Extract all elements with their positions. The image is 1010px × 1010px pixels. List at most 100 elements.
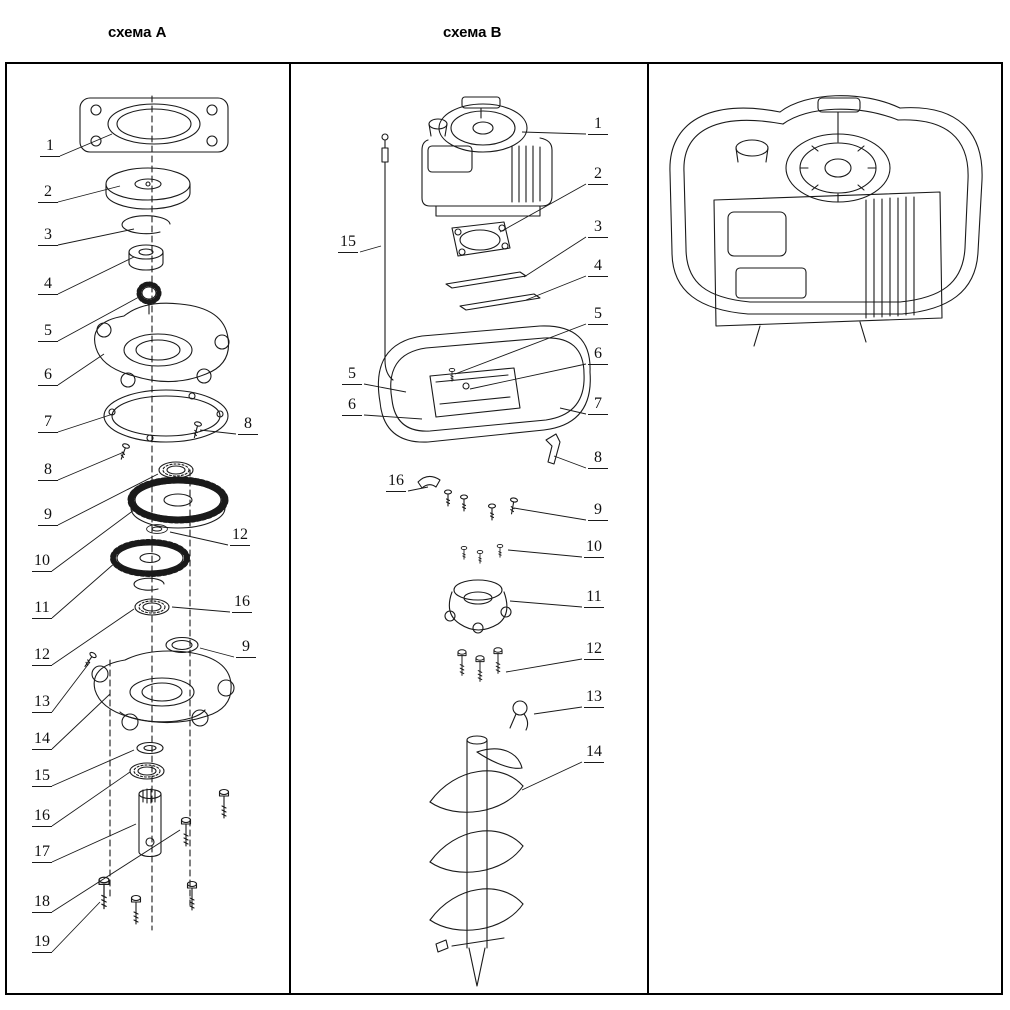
callout-b-left-6: 6	[342, 396, 362, 416]
part-main-gear	[127, 476, 229, 529]
part-bearing-lower	[129, 762, 165, 780]
callout-a-14: 14	[32, 730, 52, 750]
part-upper-housing	[94, 302, 230, 388]
part-auger	[429, 735, 524, 987]
callout-a-15: 15	[32, 767, 52, 787]
callout-a-11: 11	[32, 599, 52, 619]
part-adapter-plate	[451, 221, 511, 257]
part-screw-a8	[117, 442, 131, 461]
callout-a-1: 1	[40, 137, 60, 157]
callout-a-right-16: 16	[232, 593, 252, 613]
panel-c-illustration	[669, 95, 983, 347]
part-lower-housing	[91, 650, 235, 731]
panel-a-leader-lines	[51, 133, 237, 953]
callout-b-left-15: 15	[338, 233, 358, 253]
panel-divider-left	[289, 62, 291, 995]
callout-a-19: 19	[32, 933, 52, 953]
part-strip-1	[445, 271, 527, 289]
callout-a-6: 6	[38, 366, 58, 386]
part-throttle-cable	[381, 133, 394, 381]
callout-a-4: 4	[38, 275, 58, 295]
callout-b-3: 3	[588, 218, 608, 238]
callout-b-5: 5	[588, 305, 608, 325]
part-bolt-5	[186, 880, 198, 911]
part-bearing-upper	[158, 461, 194, 479]
part-circlip	[133, 577, 165, 591]
part-seal	[165, 636, 199, 654]
panel-divider-right	[647, 62, 649, 995]
callout-a-10: 10	[32, 552, 52, 572]
callout-b-4: 4	[588, 257, 608, 277]
callout-a-5: 5	[38, 322, 58, 342]
part-clutch-drum	[105, 167, 191, 210]
callout-a-13: 13	[32, 693, 52, 713]
callout-a-17: 17	[32, 843, 52, 863]
part-screw-b5	[448, 367, 456, 382]
part-gasket	[103, 389, 229, 443]
callout-b-1: 1	[588, 115, 608, 135]
part-output-shaft	[138, 788, 162, 858]
part-screw-b9b	[507, 496, 519, 515]
schema-a-title: схема A	[108, 24, 167, 41]
callout-a-9: 9	[38, 506, 58, 526]
callout-b-9: 9	[588, 501, 608, 521]
axis-centerlines	[109, 95, 191, 931]
part-screw-b10b	[476, 549, 484, 564]
part-screw-b16b	[459, 494, 469, 512]
part-screw-b16a	[443, 489, 453, 507]
callout-b-8: 8	[588, 449, 608, 469]
part-second-gear	[110, 539, 190, 577]
part-hub	[128, 244, 164, 271]
part-bolt-1	[218, 788, 230, 819]
part-clip-left	[417, 475, 441, 489]
assembled-frame	[669, 95, 983, 315]
callout-b-left-5: 5	[342, 365, 362, 385]
callout-a-12: 12	[32, 646, 52, 666]
panel-b-illustration	[377, 96, 591, 987]
callout-a-2: 2	[38, 183, 58, 203]
part-bolt-b12a	[457, 649, 467, 676]
callout-a-8: 8	[38, 461, 58, 481]
part-lock-pin	[509, 700, 529, 731]
part-gearbox	[444, 579, 512, 634]
part-screw-a13	[81, 650, 98, 670]
callout-b-11: 11	[584, 588, 604, 608]
callout-a-right-8: 8	[238, 415, 258, 435]
assembled-engine	[713, 97, 943, 347]
schema-b-title: схема B	[443, 24, 502, 41]
part-strip-2	[459, 293, 541, 311]
callout-b-12: 12	[584, 640, 604, 660]
callout-a-3: 3	[38, 226, 58, 246]
part-screw-b9a	[487, 503, 497, 521]
callout-a-16: 16	[32, 807, 52, 827]
callout-a-7: 7	[38, 413, 58, 433]
part-screw-b10c	[496, 543, 504, 558]
part-washer-15	[136, 741, 164, 755]
part-bolt-b12b	[475, 655, 485, 682]
part-bolt-b12c	[493, 647, 503, 674]
part-bolt-4	[130, 894, 142, 925]
panel-a-illustration	[79, 95, 235, 931]
callout-a-18: 18	[32, 893, 52, 913]
part-bolt-2	[180, 816, 192, 847]
part-engine-plate	[79, 97, 229, 153]
callout-b-7: 7	[588, 395, 608, 415]
panel-b-leader-lines	[359, 131, 587, 791]
part-pinion-gear	[136, 281, 162, 315]
part-engine	[421, 96, 553, 217]
part-bolt-3	[98, 876, 110, 910]
callout-b-left-16: 16	[386, 472, 406, 492]
callout-b-13: 13	[584, 688, 604, 708]
callout-b-2: 2	[588, 165, 608, 185]
part-washer-b6	[462, 382, 470, 390]
part-snap-ring	[121, 215, 171, 235]
callout-a-right-9: 9	[236, 638, 256, 658]
callout-a-right-12: 12	[230, 526, 250, 546]
part-bracket-right	[545, 433, 561, 465]
callout-b-14: 14	[584, 743, 604, 763]
part-screw-b10a	[460, 545, 468, 560]
callout-b-6: 6	[588, 345, 608, 365]
diagram-border	[5, 62, 1003, 995]
